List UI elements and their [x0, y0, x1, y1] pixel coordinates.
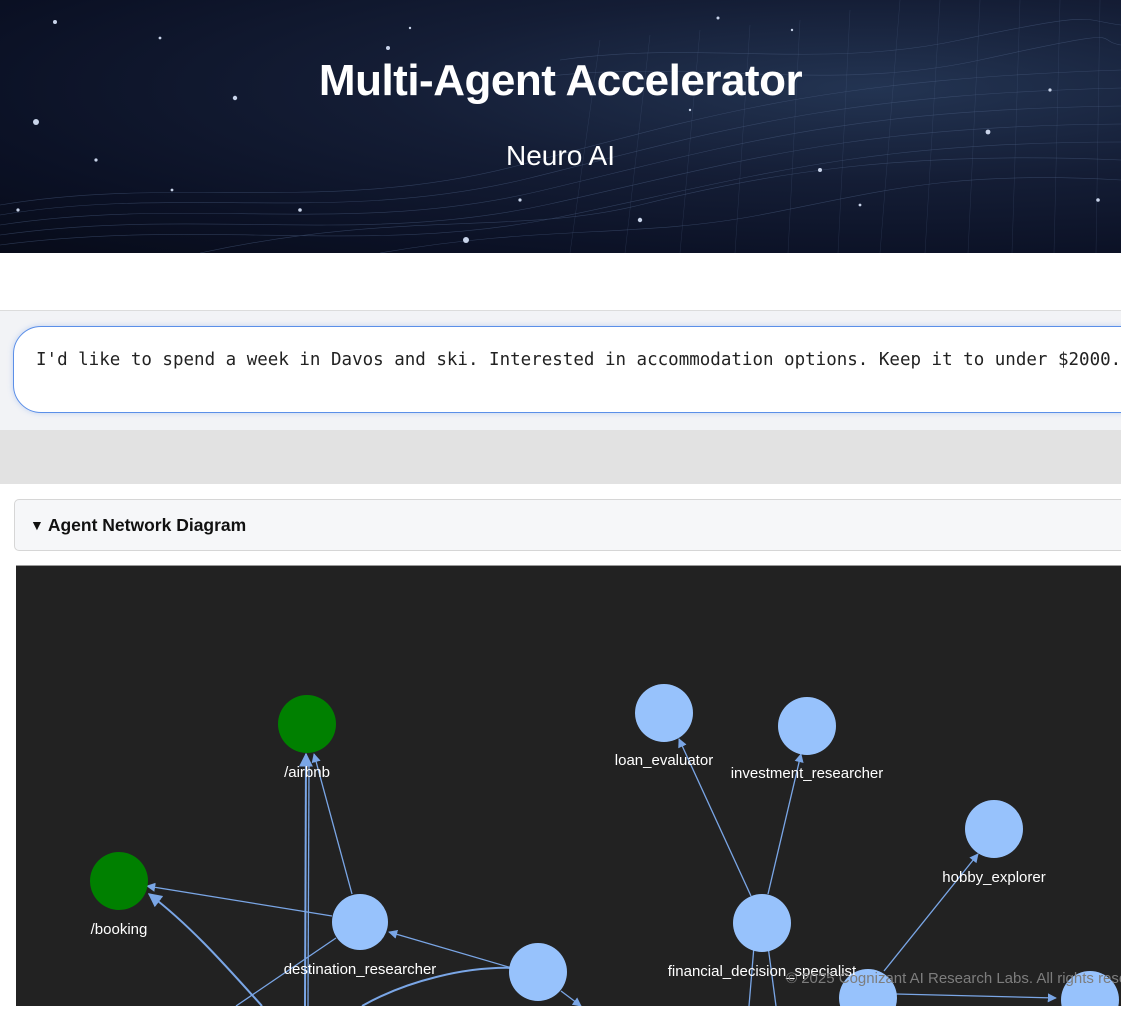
- edge-financial-down-2: [767, 945, 777, 1007]
- node-label-hobby-explorer: hobby_explorer: [942, 869, 1045, 886]
- node-label-loan-evaluator: loan_evaluator: [615, 752, 713, 769]
- node-investment-researcher[interactable]: [778, 697, 836, 755]
- expand-triangle-icon: ▼: [30, 517, 44, 533]
- edge-financial-specialist-loan-evaluator: [678, 738, 752, 897]
- node-loan-evaluator[interactable]: [635, 684, 693, 742]
- agent-network-panel: ▼ Agent Network Diagram: [0, 484, 1121, 1011]
- edge-bottom-right: [895, 993, 1057, 1003]
- node-hobby-explorer[interactable]: [965, 800, 1023, 858]
- edge-up-to-airbnb: [298, 752, 313, 1007]
- node-label-financial-decision-specialist: financial_decision_specialist: [668, 963, 857, 980]
- edge-financial-specialist-investment-researcher: [767, 753, 804, 895]
- query-input[interactable]: I'd like to spend a week in Davos and sk…: [13, 326, 1121, 413]
- hero-background-graphic: [0, 0, 1121, 253]
- agent-network-diagram-toggle[interactable]: ▼ Agent Network Diagram: [14, 499, 1121, 551]
- toolbar-area: [0, 253, 1121, 311]
- edge-to-destination-researcher: [388, 929, 513, 969]
- node-label-investment-researcher: investment_researcher: [731, 765, 884, 782]
- edge-to-hobby-explorer: [883, 853, 979, 972]
- edge-up-to-airbnb-2: [307, 765, 310, 1007]
- node-unlabeled-center[interactable]: [509, 943, 567, 1001]
- node-financial-decision-specialist[interactable]: [733, 894, 791, 952]
- node-label-booking: /booking: [91, 921, 148, 938]
- node-label-airbnb: /airbnb: [284, 764, 330, 781]
- page-title: Multi-Agent Accelerator: [318, 56, 803, 105]
- section-divider: [0, 430, 1121, 484]
- hero-banner: Multi-Agent Accelerator Neuro AI: [0, 0, 1121, 253]
- edge-financial-down: [748, 945, 755, 1007]
- node-destination-researcher[interactable]: [332, 894, 388, 950]
- page-subtitle: Neuro AI: [506, 140, 615, 171]
- edge-destination-researcher-booking: [146, 882, 333, 917]
- node-label-destination-researcher: destination_researcher: [284, 961, 437, 978]
- edge-destination-researcher-airbnb: [311, 753, 353, 895]
- query-section: I'd like to spend a week in Davos and sk…: [0, 311, 1121, 430]
- edge-lower-curve: [361, 966, 517, 1007]
- edge-lower-right: [560, 990, 582, 1007]
- network-graph-canvas[interactable]: /airbnb /booking destination_researcher …: [16, 566, 1121, 1011]
- node-booking[interactable]: [90, 852, 148, 910]
- edge-to-booking: [147, 893, 263, 1007]
- edge-lower-left: [235, 937, 337, 1007]
- agent-network-diagram[interactable]: /airbnb /booking destination_researcher …: [16, 565, 1121, 1011]
- node-airbnb[interactable]: [278, 695, 336, 753]
- agent-network-diagram-label: Agent Network Diagram: [47, 514, 247, 535]
- copyright-footer: © 2025 Cognizant AI Research Labs. All r…: [786, 970, 1121, 987]
